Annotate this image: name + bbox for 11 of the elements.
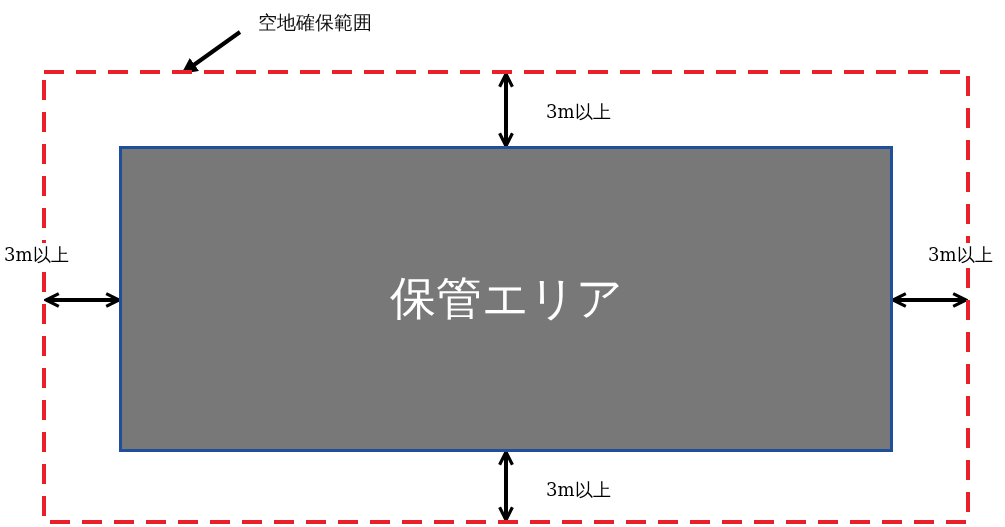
double-arrow <box>498 72 514 148</box>
double-arrow <box>498 450 514 522</box>
leader-arrow <box>181 30 242 74</box>
storage-area-box: 保管エリア <box>119 146 893 452</box>
double-arrow <box>891 292 968 308</box>
edge-label: 3m以上 <box>4 243 69 267</box>
double-arrow <box>44 292 121 308</box>
edge-label: 3m以上 <box>546 478 611 502</box>
edge-label: 3m以上 <box>546 100 611 124</box>
edge-label: 3m以上 <box>928 243 993 267</box>
callout-text: 空地確保範囲 <box>258 8 418 38</box>
